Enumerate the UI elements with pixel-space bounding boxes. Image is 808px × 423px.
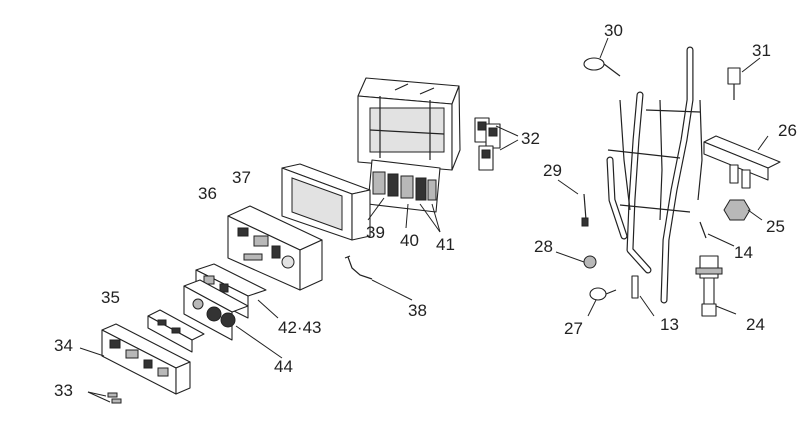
part-27-sensor bbox=[589, 287, 617, 301]
part-30-sensor bbox=[583, 57, 621, 77]
callouts: 30 31 32 26 37 36 29 25 39 40 41 14 28 3… bbox=[54, 21, 797, 400]
callout-34: 34 bbox=[54, 336, 73, 355]
part-34-base-pcb bbox=[101, 323, 191, 395]
callout-25: 25 bbox=[766, 217, 785, 236]
refrigerant-piping bbox=[606, 46, 703, 304]
part-36-main-pcb bbox=[227, 205, 323, 291]
part-13-valve bbox=[631, 275, 639, 299]
callout-40: 40 bbox=[400, 231, 419, 250]
part-44-filter bbox=[183, 279, 249, 341]
callout-28: 28 bbox=[534, 237, 553, 256]
part-37-cover bbox=[281, 163, 371, 241]
leader-lines bbox=[79, 37, 769, 403]
callout-14: 14 bbox=[734, 243, 753, 262]
part-26-accumulator bbox=[703, 135, 781, 189]
part-33-fuses bbox=[107, 392, 122, 404]
control-box-housing bbox=[357, 77, 461, 171]
callout-32: 32 bbox=[521, 129, 540, 148]
part-38-wire bbox=[344, 255, 373, 280]
part-25-flare-nut bbox=[723, 199, 751, 221]
callout-41: 41 bbox=[436, 235, 455, 254]
part-32-relays bbox=[474, 117, 501, 171]
callout-31: 31 bbox=[752, 41, 771, 60]
callout-29: 29 bbox=[543, 161, 562, 180]
callout-36: 36 bbox=[198, 184, 217, 203]
callout-13: 13 bbox=[660, 315, 679, 334]
part-29-thermistor bbox=[581, 193, 589, 227]
terminal-blocks-39-41 bbox=[367, 159, 441, 213]
callout-35: 35 bbox=[101, 288, 120, 307]
callout-39: 39 bbox=[366, 223, 385, 242]
callout-44: 44 bbox=[274, 357, 293, 376]
callout-33: 33 bbox=[54, 381, 73, 400]
callout-42-43: 42·43 bbox=[278, 318, 321, 337]
callout-26: 26 bbox=[778, 121, 797, 140]
part-28-coil bbox=[583, 255, 597, 269]
part-24-service-valve bbox=[695, 255, 723, 317]
part-31-solenoid bbox=[727, 67, 741, 100]
callout-37: 37 bbox=[232, 168, 251, 187]
part-14-capillary bbox=[699, 221, 707, 239]
callout-27: 27 bbox=[564, 319, 583, 338]
callout-24: 24 bbox=[746, 315, 765, 334]
callout-38: 38 bbox=[408, 301, 427, 320]
callout-30: 30 bbox=[604, 21, 623, 40]
part-35-display-board bbox=[147, 309, 205, 353]
